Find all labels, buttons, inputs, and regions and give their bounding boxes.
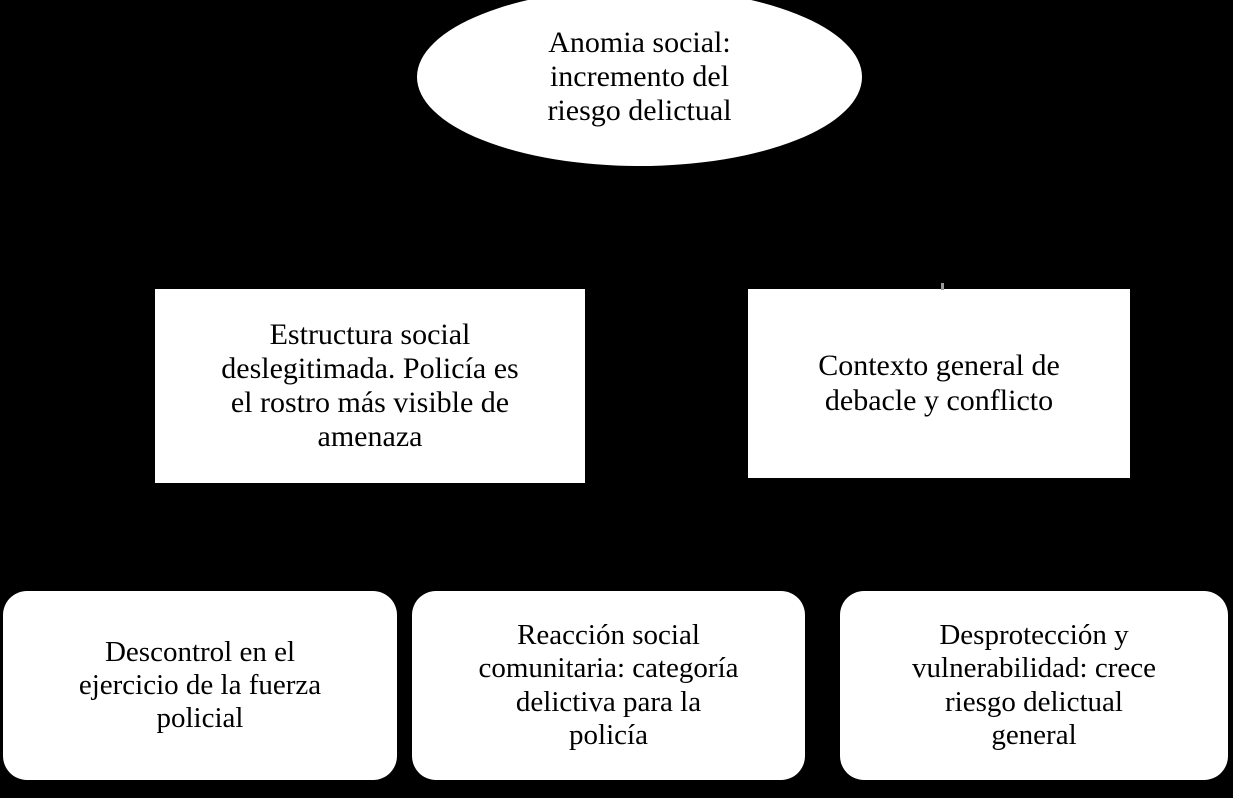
node-desproteccion-vulnerabilidad-label: Desprotección y vulnerabilidad: crece ri… [912,619,1156,751]
node-descontrol-fuerza-policial[interactable]: Descontrol en el ejercicio de la fuerza … [3,591,397,780]
node-desproteccion-vulnerabilidad[interactable]: Desprotección y vulnerabilidad: crece ri… [840,591,1228,780]
node-contexto-general[interactable]: Contexto general de debacle y conflicto [748,289,1130,478]
node-reaccion-social-comunitaria-label: Reacción social comunitaria: categoría d… [478,619,739,751]
node-anomia-social[interactable]: Anomia social: incremento del riesgo del… [417,0,862,166]
node-descontrol-fuerza-policial-label: Descontrol en el ejercicio de la fuerza … [78,635,322,735]
scan-artifact-mark [941,283,944,290]
node-reaccion-social-comunitaria[interactable]: Reacción social comunitaria: categoría d… [412,591,805,780]
node-estructura-social-deslegitimada-label: Estructura social deslegitimada. Policía… [221,317,519,454]
node-anomia-social-label: Anomia social: incremento del riesgo del… [547,25,732,128]
node-contexto-general-label: Contexto general de debacle y conflicto [818,349,1060,417]
node-estructura-social-deslegitimada[interactable]: Estructura social deslegitimada. Policía… [155,289,585,483]
